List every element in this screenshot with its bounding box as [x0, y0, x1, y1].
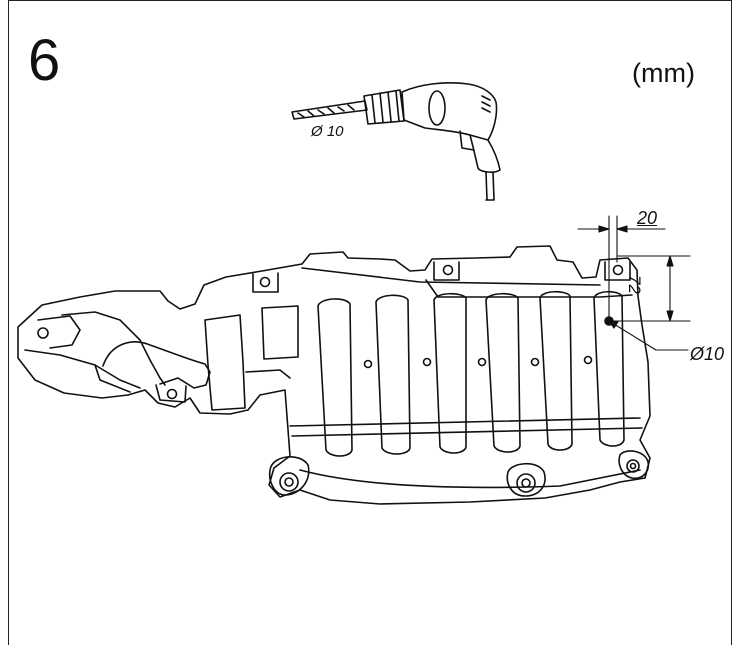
dimension-lines — [577, 215, 691, 351]
drill-bit-size-label: Ø 10 — [311, 123, 344, 140]
step-number: 6 — [28, 28, 61, 93]
edge-offset-dimension: 20 — [637, 208, 658, 228]
hole-diameter-dimension: Ø10 — [690, 344, 725, 364]
unit-label: (mm) — [632, 58, 695, 88]
drill-icon — [291, 82, 501, 201]
cover-ribs — [317, 290, 625, 457]
under-cover-panel — [17, 245, 651, 505]
vertical-offset-dimension: 72 — [625, 275, 644, 294]
instruction-frame — [8, 0, 732, 645]
